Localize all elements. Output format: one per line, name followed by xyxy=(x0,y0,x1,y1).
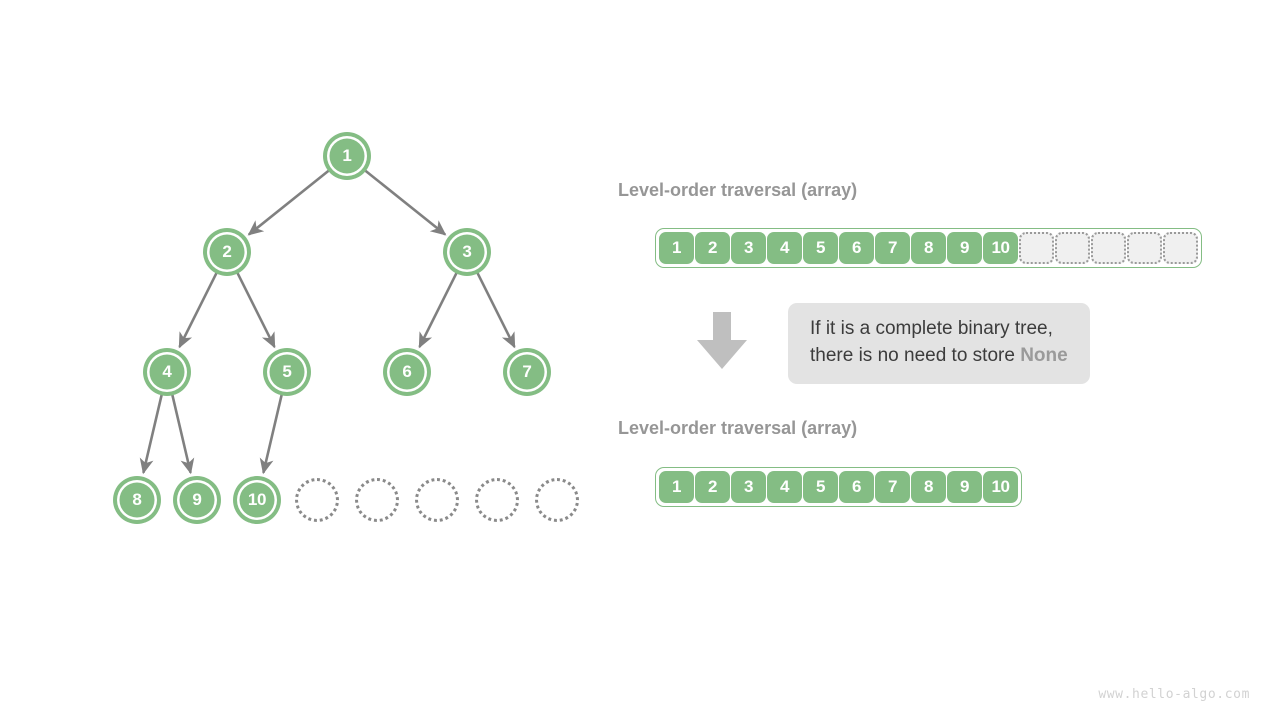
tree-edge-5-to-10 xyxy=(259,394,284,475)
array-bottom-cell-value: 5 xyxy=(816,477,825,496)
complete-tree-callout: If it is a complete binary tree, there i… xyxy=(788,303,1090,384)
array-bottom-cell-value: 7 xyxy=(888,477,897,496)
array-top-cell-value: 2 xyxy=(708,238,717,257)
tree-node-label: 7 xyxy=(522,362,532,381)
tree-node-1: 1 xyxy=(327,136,367,176)
tree-node-label: 5 xyxy=(282,362,292,381)
tree-node-6: 6 xyxy=(387,352,427,392)
callout-line-2-prefix: there is no need to store xyxy=(810,344,1021,366)
watermark: www.hello-algo.com xyxy=(1098,687,1250,702)
array-bottom-cell-value: 9 xyxy=(960,477,969,496)
array-top-empty-cell-2 xyxy=(1091,232,1126,264)
tree-edge-4-to-8 xyxy=(139,394,164,475)
array-top-cell-value: 3 xyxy=(744,238,753,257)
level-order-title-top: Level-order traversal (array) xyxy=(618,180,858,200)
level-order-title-bottom: Level-order traversal (array) xyxy=(618,418,858,438)
array-top-empty-cell-4 xyxy=(1163,232,1198,264)
tree-node-label: 10 xyxy=(247,490,267,509)
array-bottom-cell-6: 7 xyxy=(875,471,910,503)
array-bottom-cell-5: 6 xyxy=(839,471,874,503)
array-top-cell-1: 2 xyxy=(695,232,730,264)
tree-node-empty-2 xyxy=(355,478,399,522)
array-bottom-cell-value: 6 xyxy=(852,477,861,496)
tree-node-label: 9 xyxy=(192,490,202,509)
array-bottom-cell-3: 4 xyxy=(767,471,802,503)
binary-tree-figure: 1 2 3 4 5 6 7 8 9 10 xyxy=(0,0,600,600)
array-bottom-cell-1: 2 xyxy=(695,471,730,503)
array-top-cell-4: 5 xyxy=(803,232,838,264)
tree-node-empty-3 xyxy=(415,478,459,522)
tree-node-label: 3 xyxy=(462,242,472,261)
array-bottom-cell-4: 5 xyxy=(803,471,838,503)
tree-node-label: 2 xyxy=(222,242,232,261)
array-bottom-cell-value: 10 xyxy=(991,477,1010,496)
array-top-cell-value: 1 xyxy=(672,238,681,257)
array-bottom-cell-7: 8 xyxy=(911,471,946,503)
array-bottom-cell-value: 1 xyxy=(672,477,681,496)
down-arrow-icon xyxy=(697,312,747,369)
array-bottom-cell-value: 3 xyxy=(744,477,753,496)
tree-node-empty-4 xyxy=(475,478,519,522)
array-top-empty-cell-1 xyxy=(1055,232,1090,264)
array-top-cell-value: 6 xyxy=(852,238,861,257)
tree-node-2: 2 xyxy=(207,232,247,272)
tree-node-9: 9 xyxy=(177,480,217,520)
tree-node-8: 8 xyxy=(117,480,157,520)
array-top-cell-value: 4 xyxy=(780,238,789,257)
array-top-cell-value: 5 xyxy=(816,238,825,257)
callout-line-1: If it is a complete binary tree, xyxy=(810,318,1053,339)
tree-node-empty-5 xyxy=(535,478,579,522)
array-top-cell-value: 10 xyxy=(991,238,1010,257)
tree-edge-1-to-2 xyxy=(247,169,330,236)
array-top-cell-9: 10 xyxy=(983,232,1018,264)
array-top-cell-2: 3 xyxy=(731,232,766,264)
tree-node-label: 4 xyxy=(162,362,172,381)
array-top-cell-value: 9 xyxy=(960,238,969,257)
array-bottom-cell-8: 9 xyxy=(947,471,982,503)
array-top-cell-6: 7 xyxy=(875,232,910,264)
tree-edge-4-to-9 xyxy=(170,394,195,475)
tree-node-5: 5 xyxy=(267,352,307,392)
array-top-empty-cell-0 xyxy=(1019,232,1054,264)
array-bottom-cell-value: 2 xyxy=(708,477,717,496)
tree-node-7: 7 xyxy=(507,352,547,392)
array-bottom-cell-9: 10 xyxy=(983,471,1018,503)
array-bottom-cell-value: 4 xyxy=(780,477,789,496)
tree-edge-2-to-5 xyxy=(236,271,276,349)
tree-node-4: 4 xyxy=(147,352,187,392)
array-top-empty-cell-3 xyxy=(1127,232,1162,264)
array-bottom-cell-value: 8 xyxy=(924,477,933,496)
tree-edges xyxy=(139,169,516,475)
array-top-cell-8: 9 xyxy=(947,232,982,264)
array-top-cell-7: 8 xyxy=(911,232,946,264)
tree-node-3: 3 xyxy=(447,232,487,272)
array-top-cell-0: 1 xyxy=(659,232,694,264)
array-top-cell-value: 8 xyxy=(924,238,933,257)
level-order-array-top: 1 2 3 4 5 6 7 8 9 10 xyxy=(655,228,1202,268)
tree-node-10: 10 xyxy=(237,480,277,520)
callout-keyword-none: None xyxy=(1020,344,1068,366)
tree-node-label: 1 xyxy=(342,146,352,165)
tree-edge-3-to-7 xyxy=(476,271,516,349)
array-top-cell-5: 6 xyxy=(839,232,874,264)
array-top-cell-value: 7 xyxy=(888,238,897,257)
array-bottom-cell-0: 1 xyxy=(659,471,694,503)
tree-node-empty-1 xyxy=(295,478,339,522)
tree-node-label: 6 xyxy=(402,362,412,381)
tree-edge-2-to-4 xyxy=(178,271,218,349)
tree-edge-3-to-6 xyxy=(418,271,458,349)
array-bottom-cell-2: 3 xyxy=(731,471,766,503)
tree-node-label: 8 xyxy=(132,490,142,509)
level-order-array-bottom: 1 2 3 4 5 6 7 8 9 10 xyxy=(655,467,1022,507)
array-top-cell-3: 4 xyxy=(767,232,802,264)
tree-edge-1-to-3 xyxy=(364,169,447,236)
